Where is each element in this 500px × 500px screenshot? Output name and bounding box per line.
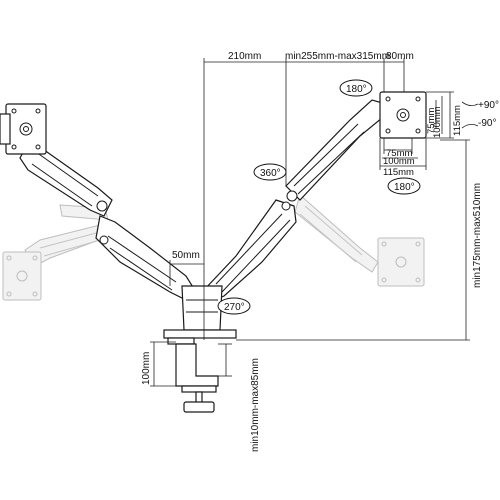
top-rotation-badge: 180° bbox=[339, 79, 373, 97]
vesa-large-height-label: 100mm bbox=[432, 106, 443, 138]
base-rotation-badge: 270° bbox=[217, 297, 251, 315]
height-range-label: min175mm-max510mm bbox=[472, 183, 483, 288]
base-rotation-label: 270° bbox=[224, 302, 245, 313]
arm-reach-label: 210mm bbox=[228, 51, 261, 62]
center-pole bbox=[181, 285, 223, 331]
pole-offset-label: 50mm bbox=[172, 250, 200, 261]
elbow-rotation-label: 360° bbox=[260, 168, 281, 179]
right-monitor-plate bbox=[379, 91, 427, 139]
bottom-rotation-badge: 180° bbox=[387, 177, 421, 195]
tilt-up-label: +90° bbox=[478, 100, 499, 111]
ghost-left-plate bbox=[2, 251, 42, 301]
dimension-lines bbox=[150, 58, 479, 387]
desk-thickness-label: min10mm-max85mm bbox=[250, 358, 261, 452]
vesa-small-height-label: 75mm bbox=[426, 108, 437, 134]
vesa-large-width-label: 100mm bbox=[383, 156, 415, 167]
ghost-left-arm bbox=[24, 204, 111, 267]
ghost-right-arm bbox=[294, 194, 379, 273]
vesa-small-width-label: 75mm bbox=[386, 148, 412, 159]
ghost-right-plate bbox=[377, 237, 425, 287]
plate-height-label: 115mm bbox=[452, 105, 463, 136]
left-monitor-plate bbox=[0, 103, 47, 155]
right-upper-arm bbox=[285, 99, 387, 202]
left-upper-arm bbox=[19, 139, 113, 217]
arm-extension-label: min255mm-max315mm bbox=[285, 51, 390, 62]
bottom-rotation-label: 180° bbox=[394, 182, 415, 193]
clamp-height-label: 100mm bbox=[141, 352, 152, 385]
plate-width-label: 115mm bbox=[383, 167, 414, 178]
right-lower-arm bbox=[203, 199, 297, 303]
top-rotation-label: 180° bbox=[346, 84, 367, 95]
elbow-rotation-badge: 360° bbox=[253, 163, 287, 181]
tilt-down-label: -90° bbox=[478, 118, 496, 129]
vesa-offset-label: 80mm bbox=[386, 51, 414, 62]
